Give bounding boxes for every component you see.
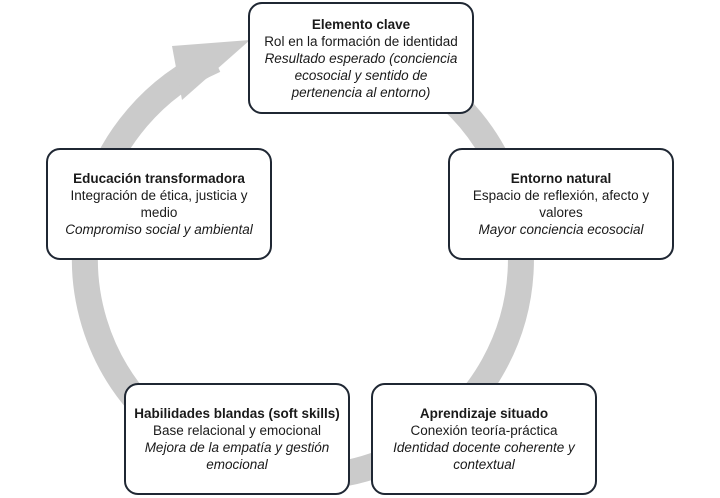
node-description: Conexión teoría-práctica (410, 423, 558, 438)
node-description: Integración de ética, justicia y medio (70, 188, 248, 220)
node-title: Entorno natural (510, 171, 612, 186)
node-result: Mejora de la empatía y gestión emocional (144, 440, 330, 472)
node-entorno-natural: Entorno natural Espacio de reflexión, af… (448, 148, 674, 260)
node-result: Compromiso social y ambiental (65, 222, 253, 237)
node-description: Rol en la formación de identidad (264, 33, 458, 49)
node-result: Mayor conciencia ecosocial (478, 222, 644, 237)
node-title: Elemento clave (311, 16, 411, 32)
node-habilidades-blandas: Habilidades blandas (soft skills) Base r… (124, 383, 350, 495)
node-elemento-clave: Elemento clave Rol en la formación de id… (248, 2, 474, 114)
node-aprendizaje-situado: Aprendizaje situado Conexión teoría-prác… (371, 383, 597, 495)
ring-arrowhead (172, 40, 250, 100)
node-result: Identidad docente coherente y contextual (393, 440, 575, 472)
node-educacion-transformadora: Educación transformadora Integración de … (46, 148, 272, 260)
node-title: Aprendizaje situado (419, 406, 549, 421)
node-title: Educación transformadora (73, 171, 245, 186)
node-description: Espacio de reflexión, afecto y valores (472, 188, 650, 220)
node-title: Habilidades blandas (soft skills) (134, 406, 340, 421)
node-description: Base relacional y emocional (152, 423, 322, 438)
node-result: Resultado esperado (conciencia ecosocial… (264, 50, 458, 100)
